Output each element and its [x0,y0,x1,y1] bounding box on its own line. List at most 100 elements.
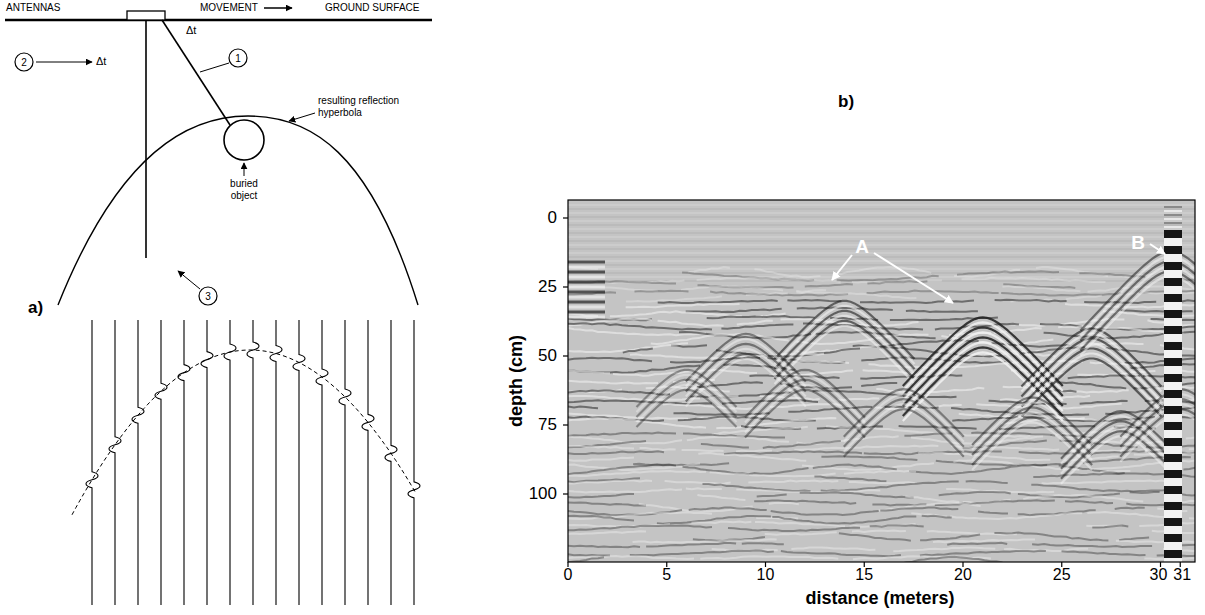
reflector-band [691,522,751,523]
radargram [568,200,1195,562]
ringing-stripe [1164,318,1182,326]
radar-trace [178,320,190,605]
reflector-band [933,539,1035,542]
tick-label: 25 [538,277,557,297]
reflector-band [610,311,742,316]
axis-title: depth (cm) [506,335,527,427]
tick-label: 50 [538,346,557,366]
radar-trace [362,320,374,605]
reflector-band [821,456,917,460]
reflector-band [568,481,652,484]
reflector-band [737,321,773,325]
hyperbola-reflection [637,390,737,427]
reflector-band [568,358,652,362]
annotation: buried object [219,178,269,201]
hyperbola-reflection [1021,339,1161,397]
hyperbola-reflection [775,311,915,369]
reflector-band [568,531,646,534]
reflector-band [1023,339,1053,343]
reflector-band [686,487,722,490]
dashed-hyperbola [72,350,416,515]
reflector-band [860,301,974,303]
callout-number: 2 [14,52,34,72]
reflector-band [802,463,934,470]
reflector-band [736,450,772,451]
radar-trace [316,320,328,605]
reflector-band [950,513,1082,519]
reflector-band [568,446,634,449]
reflector-band [861,383,897,386]
reflector-band [1087,512,1177,518]
reflector-band [800,492,914,497]
faint-band [568,276,1195,278]
reflector-band [626,296,722,301]
axis-tick [563,424,568,425]
radar-trace [247,320,259,605]
reflector-band [721,324,793,328]
ringing-stripe [1164,462,1182,470]
ringing-stripe [1164,494,1182,502]
reflector-band [754,500,856,503]
hyperbola-reflection [775,316,915,374]
hyperbola-reflection [745,385,865,433]
reflector-band [568,292,616,294]
reflector-band [707,316,815,318]
ringing-stripe [1164,350,1182,358]
movement-arrow [264,7,292,9]
part-label: ANTENNAS [6,2,60,14]
reflector-band [755,522,845,526]
reflector-band [757,494,787,496]
reflector-band [870,525,924,527]
pointer-arrow [832,255,852,280]
reflector-band [1100,471,1130,472]
ringing-stripe [1164,526,1182,534]
reflector-band [852,280,942,282]
hyperbola-reflection [1080,276,1195,355]
reflector-band [1066,295,1102,299]
faint-band [568,236,1195,238]
hyperbola-reflection [1021,344,1161,402]
hyperbola-reflection [972,417,1092,465]
reflector-band [658,321,724,326]
reflector-band [665,481,731,484]
ringing-stripe [1164,542,1182,550]
reflector-band [640,448,676,450]
tick-label: 0 [564,566,573,584]
reflector-band [568,371,610,374]
time-label: Δt [96,55,106,68]
reflector-band [1062,551,1146,555]
ringing-stripe [1164,486,1182,494]
tick-label: 100 [529,484,557,504]
faint-band [568,224,1195,226]
ringing-stripe [1164,430,1182,438]
reflector-band [568,286,658,291]
axis-tick [563,286,568,287]
reflector-band [568,457,634,460]
strong-band [568,316,605,319]
reflector-band [1032,544,1152,547]
faint-band [568,240,1195,242]
reflector-band [771,511,879,515]
reflector-band [849,482,915,483]
reflector-band [1119,537,1149,540]
ringing-stripe [1164,254,1182,262]
reflector-band [1186,436,1195,441]
radar-trace [201,320,213,605]
reflector-band [626,304,740,308]
reflector-band [1116,540,1195,542]
tick-label: 15 [855,566,873,584]
reflector-band [568,502,646,505]
hyperbola-reflection [1021,349,1161,407]
reflector-band [568,516,634,521]
ringing-stripe [1164,310,1182,318]
reflector-band [658,300,778,303]
reflector-band [568,489,682,492]
leader-arrow [289,113,315,121]
ringing-stripe [1164,214,1182,216]
ringing-stripe [1164,550,1182,558]
reflector-band [769,503,799,504]
ringing-stripe [1164,470,1182,478]
ringing-stripe [1164,342,1182,350]
leader-arrow [244,163,245,176]
